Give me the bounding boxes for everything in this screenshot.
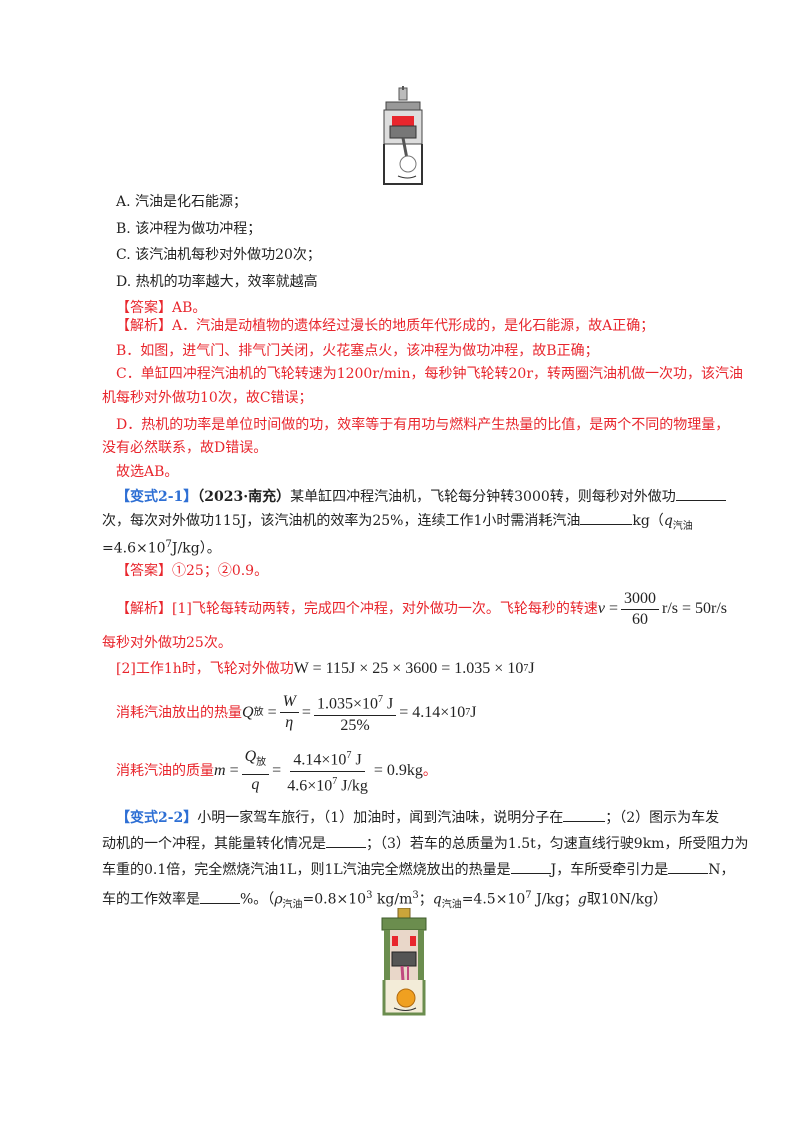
q2-1-answer: 【答案】①25；②0.9。 <box>116 563 269 579</box>
q2-2-tag: 【变式2-2】 <box>116 810 198 826</box>
q2-1-blank-1[interactable] <box>675 487 726 501</box>
q1-option-d: D. 热机的功率越大，效率就越高 <box>116 274 318 290</box>
q1-analysis-d: D．热机的功率是单位时间做的功，效率等于有用功与燃料产生热量的比值，是两个不同的… <box>116 417 730 433</box>
q1-analysis-d2: 没有必然联系，故D错误。 <box>102 440 268 456</box>
q2-1-stem-line1: 【变式2-1】（2023·南充）某单缸四冲程汽油机，飞轮每分钟转3000转，则每… <box>116 487 726 507</box>
q2-2-blank-1[interactable] <box>563 808 606 822</box>
q2-2-blank-5[interactable] <box>200 890 240 904</box>
q2-2-blank-4[interactable] <box>668 860 709 874</box>
q1-option-b: B. 该冲程为做功冲程； <box>116 221 262 237</box>
q2-2-blank-3[interactable] <box>510 860 551 874</box>
engine-diagram-bottom <box>381 908 427 1016</box>
q1-conclusion: 故选AB。 <box>116 464 179 480</box>
q1-analysis-c: C．单缸四冲程汽油机的飞轮转速为1200r/min，每秒钟飞轮转20r，转两圈汽… <box>116 366 744 382</box>
q2-2-blank-2[interactable] <box>326 834 366 848</box>
q1-analysis-c2: 机每秒对外做功10次，故C错误； <box>102 390 313 406</box>
q2-1-source: （2023·南充） <box>197 489 291 505</box>
q2-1-stem-line3: =4.6×107J/kg）。 <box>102 539 221 557</box>
q1-answer: 【答案】AB。 <box>116 300 207 316</box>
q2-1-blank-2[interactable] <box>580 511 633 525</box>
q1-analysis-a: 【解析】A．汽油是动植物的遗体经过漫长的地质年代形成的，是化石能源，故A正确； <box>116 318 655 334</box>
q2-2-line1: 【变式2-2】小明一家驾车旅行，（1）加油时，闻到汽油味，说明分子在；（2）图示… <box>116 808 720 826</box>
q2-2-line2: 动机的一个冲程，其能量转化情况是；（3）若车的总质量为1.5t，匀速直线行驶9k… <box>102 834 749 852</box>
engine-diagram-top <box>383 86 423 185</box>
q2-1-analysis-2: 每秒对外做功25次。 <box>102 635 232 651</box>
q2-2-line4: 车的工作效率是%。（ρ汽油=0.8×103 kg/m3；q汽油=4.5×107 … <box>102 890 668 911</box>
q1-analysis-b: B．如图，进气门、排气门关闭，火花塞点火，该冲程为做功冲程，故B正确； <box>116 343 599 359</box>
q1-option-c: C. 该汽油机每秒对外做功20次； <box>116 247 321 263</box>
q1-option-a: A. 汽油是化石能源； <box>116 194 248 210</box>
q2-1-analysis-1: 【解析】[1]飞轮每转动两转，完成四个冲程，对外做功一次。飞轮每秒的转速 v =… <box>116 589 728 628</box>
q2-1-tag: 【变式2-1】 <box>116 489 198 505</box>
